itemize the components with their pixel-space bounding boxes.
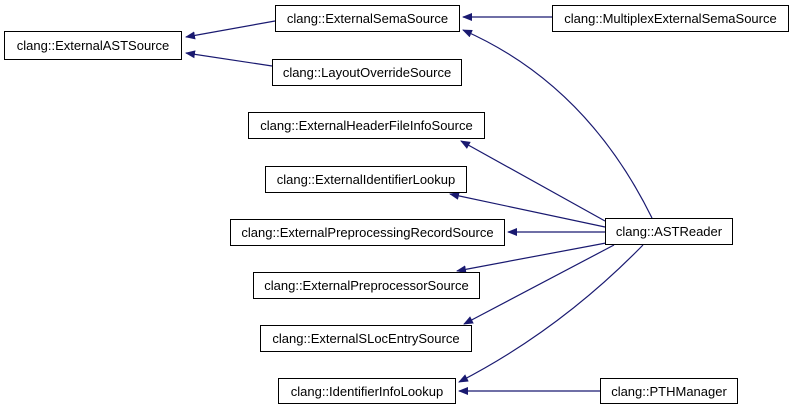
- node-multiplex-external-sema-source[interactable]: clang::MultiplexExternalSemaSource: [552, 5, 789, 32]
- node-external-sema-source[interactable]: clang::ExternalSemaSource: [275, 5, 460, 32]
- node-external-sloc-entry-source[interactable]: clang::ExternalSLocEntrySource: [260, 325, 472, 352]
- node-layout-override-source-label: clang::LayoutOverrideSource: [282, 65, 452, 80]
- edge-layoutoverridesource-to-externalastsource: [185, 50, 273, 67]
- node-external-identifier-lookup[interactable]: clang::ExternalIdentifierLookup: [265, 166, 467, 193]
- node-external-preprocessing-record-source-label: clang::ExternalPreprocessingRecordSource: [241, 225, 494, 240]
- node-identifier-info-lookup-label: clang::IdentifierInfoLookup: [290, 383, 444, 399]
- node-external-header-file-info-source-label: clang::ExternalHeaderFileInfoSource: [260, 118, 473, 133]
- node-pth-manager-label: clang::PTHManager: [611, 383, 727, 399]
- edge-externalsemasource-to-externalastsource: [185, 20, 276, 40]
- node-layout-override-source[interactable]: clang::LayoutOverrideSource: [272, 59, 462, 86]
- node-external-preprocessor-source-label: clang::ExternalPreprocessorSource: [264, 278, 469, 293]
- node-pth-manager[interactable]: clang::PTHManager: [600, 378, 738, 404]
- node-external-identifier-lookup-label: clang::ExternalIdentifierLookup: [276, 172, 456, 187]
- edge-astreader-to-identifierinfolookup: [458, 244, 644, 383]
- node-external-preprocessing-record-source[interactable]: clang::ExternalPreprocessingRecordSource: [230, 219, 505, 246]
- edge-astreader-to-externalidentifierlookup: [449, 191, 606, 228]
- edge-astreader-to-externalpreprocessorsource: [456, 242, 607, 274]
- node-external-header-file-info-source[interactable]: clang::ExternalHeaderFileInfoSource: [248, 112, 485, 139]
- node-external-sloc-entry-source-label: clang::ExternalSLocEntrySource: [272, 331, 460, 346]
- edge-astreader-to-externalslocentrysource: [463, 244, 615, 325]
- node-multiplex-external-sema-source-label: clang::MultiplexExternalSemaSource: [564, 11, 777, 26]
- node-external-preprocessor-source[interactable]: clang::ExternalPreprocessorSource: [253, 272, 480, 299]
- edge-astreader-to-externalheaderfileinfosource: [460, 140, 606, 222]
- node-ast-reader[interactable]: clang::ASTReader: [605, 218, 733, 245]
- node-identifier-info-lookup[interactable]: clang::IdentifierInfoLookup: [278, 378, 456, 404]
- node-external-ast-source-label: clang::ExternalASTSource: [16, 38, 170, 53]
- node-external-ast-source[interactable]: clang::ExternalASTSource: [4, 31, 182, 60]
- edge-astreader-to-externalsemasource: [462, 29, 653, 219]
- node-ast-reader-label: clang::ASTReader: [615, 224, 723, 239]
- node-external-sema-source-label: clang::ExternalSemaSource: [286, 11, 449, 26]
